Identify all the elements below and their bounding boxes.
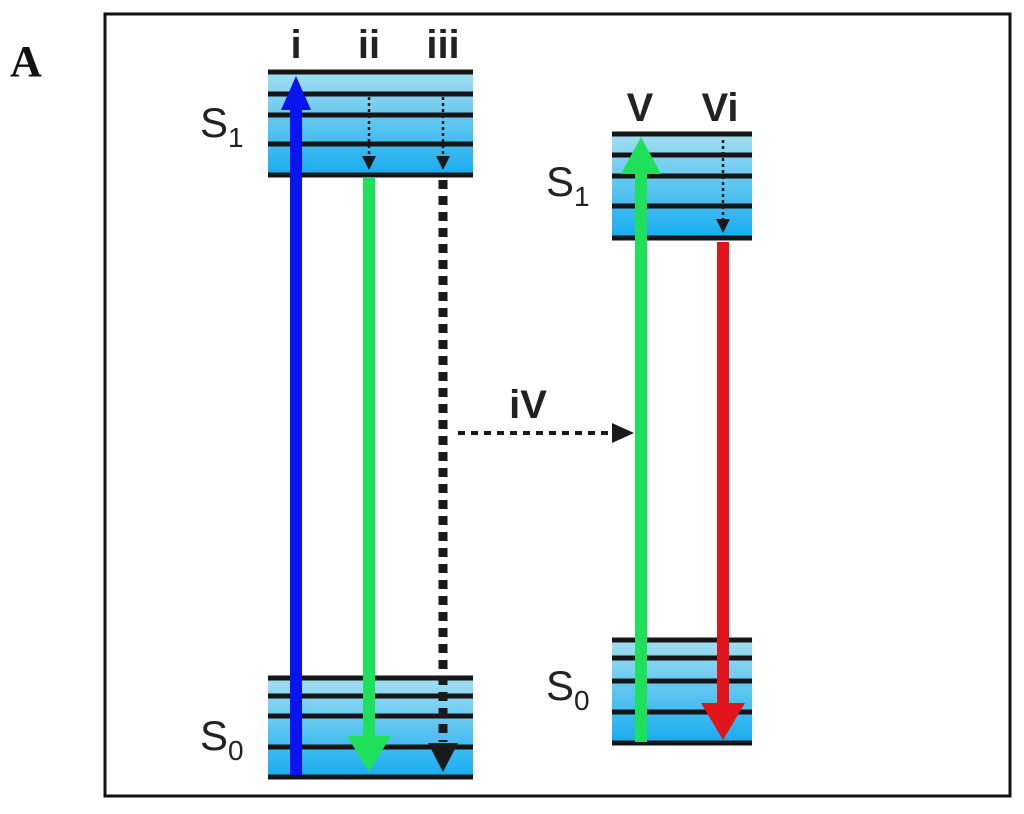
acceptor-s1-label: S1 [546,158,590,212]
acceptor-s1-band [612,131,752,241]
donor-relaxation-arrow [362,97,376,170]
donor-label-ii: ii [358,23,380,67]
donor-s0-label: S0 [200,712,244,766]
acceptor-s0-label: S0 [546,662,590,716]
acceptor-s0-band [612,637,752,746]
acceptor-label-v: V [627,86,654,130]
donor-molecule: i ii iii S1 S0 [200,23,473,780]
donor-fluorescence-arrow [347,178,391,772]
donor-s1-label: S1 [200,99,244,153]
panel-label: A [10,37,42,86]
acceptor-relaxation-arrow [716,140,730,233]
acceptor-excitation-arrow [621,137,661,742]
absorption-arrow [281,76,311,775]
energy-transfer-arrow [458,423,634,443]
acceptor-label-vi: Vi [701,86,738,130]
donor-label-i: i [290,23,301,67]
acceptor-molecule: V Vi S1 S0 [546,86,752,746]
nonradiative-decay-arrow [428,180,458,772]
transfer-label: iV [509,383,547,427]
figure-frame [103,12,1012,798]
donor-label-iii: iii [426,23,459,67]
acceptor-fluorescence-arrow [701,242,745,740]
donor-iii-relaxation-arrow [436,97,450,170]
